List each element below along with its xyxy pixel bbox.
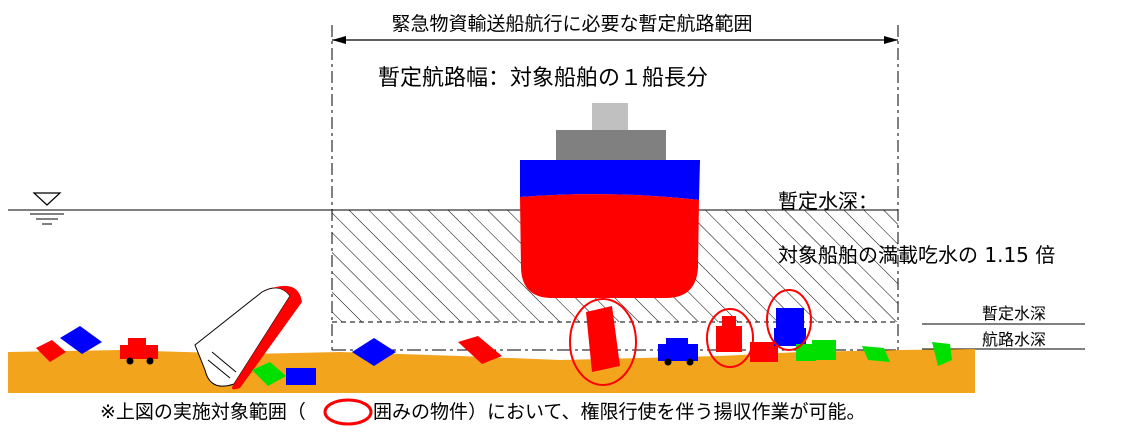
debris-blue-box: [774, 308, 806, 346]
provisional-depth-label: 暫定水深: [982, 304, 1046, 323]
footnote: ※上図の実施対象範囲（ 囲みの物件）において、権限行使を伴う揚収作業が可能。: [100, 398, 865, 426]
debris-green: [812, 340, 836, 360]
debris-red: [586, 306, 620, 372]
debris-car: [120, 338, 158, 365]
salvage-circle: [706, 308, 754, 368]
footnote-before: ※上図の実施対象範囲（: [100, 401, 306, 423]
debris-red-vehicle: [716, 316, 742, 352]
ship-blue-band: [520, 160, 700, 200]
width-label: 暫定航路幅：対象船舶の１船長分: [378, 66, 708, 91]
debris-green: [862, 346, 890, 362]
ship-hull: [520, 194, 699, 298]
range-title: 緊急物資輸送船航行に必要な暫定航路範囲: [391, 13, 752, 35]
range-dimension: 緊急物資輸送船航行に必要な暫定航路範囲: [331, 13, 899, 350]
debris: [36, 285, 952, 390]
debris-blue: [286, 368, 316, 385]
depth-references: 暫定水深 航路水深: [922, 304, 1085, 350]
depth-label-line1: 暫定水深：: [778, 189, 878, 213]
ship-bridge: [592, 103, 628, 133]
debris-blue: [352, 338, 396, 366]
water-surface-triangle-icon: [30, 192, 64, 225]
channel-depth-label: 航路水深: [982, 330, 1046, 349]
footnote-after: 囲みの物件）において、権限行使を伴う揚収作業が可能。: [373, 401, 865, 423]
debris-red: [750, 342, 778, 362]
ship-superstructure: [556, 130, 666, 163]
debris-car: [658, 338, 698, 366]
debris-blue: [60, 326, 102, 354]
ship: [520, 103, 700, 298]
debris-red: [36, 340, 66, 362]
debris-wrecked-boat: [194, 285, 302, 390]
salvage-circle: [766, 289, 812, 351]
depth-label-line2: 対象船舶の満載吃水の 1.15 倍: [778, 243, 1055, 267]
debris-green: [932, 342, 952, 366]
red-ellipse-icon: [323, 398, 373, 426]
debris-green: [252, 362, 286, 386]
salvage-circle: [569, 298, 637, 386]
debris-red: [458, 336, 502, 364]
debris-green: [796, 344, 816, 361]
